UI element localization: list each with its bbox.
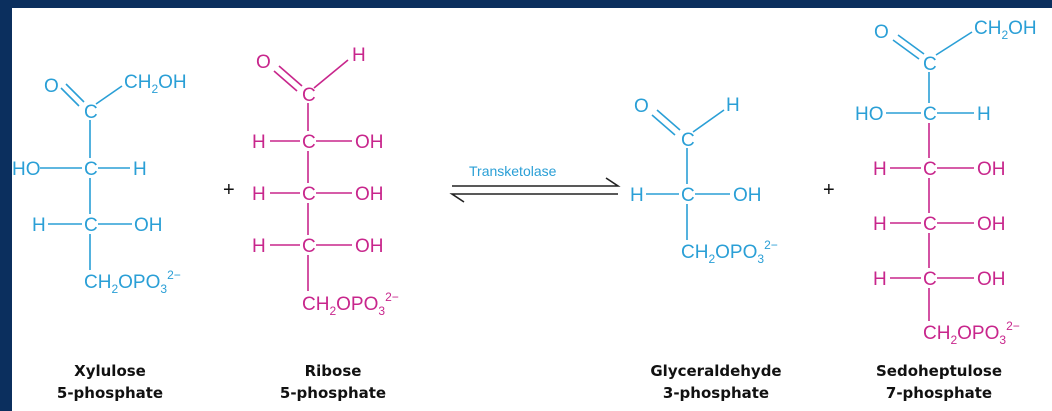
sedoheptulose-c3: C xyxy=(923,159,937,180)
ribose-h1: H xyxy=(252,132,266,153)
xylulose-c1: C xyxy=(84,102,98,123)
ribose-c4: C xyxy=(302,236,316,257)
glyceraldehyde-c2: C xyxy=(681,185,695,206)
label-glyceraldehyde-line2: 3-phosphate xyxy=(663,384,769,402)
ribose-oh3: OH xyxy=(355,236,384,257)
sedoheptulose-h-row4: H xyxy=(873,269,887,290)
xylulose-ch2opo3: CH2OPO32− xyxy=(84,268,181,296)
sedoheptulose-c4: C xyxy=(923,214,937,235)
xylulose-5-phosphate-structure: O C CH2OH HO C H H C OH CH2OPO32− xyxy=(12,72,187,296)
glyceraldehyde-o: O xyxy=(634,96,649,117)
glyceraldehyde-h-top: H xyxy=(726,95,740,116)
label-xylulose-line1: Xylulose xyxy=(74,362,146,380)
ribose-oh1: OH xyxy=(355,132,384,153)
enzyme-label: Transketolase xyxy=(469,163,557,179)
equilibrium-arrows: Transketolase xyxy=(449,163,621,203)
plus-sign-left: + xyxy=(223,179,235,201)
xylulose-c3: C xyxy=(84,215,98,236)
ribose-ch2opo3: CH2OPO32− xyxy=(302,290,399,318)
label-ribose-line1: Ribose xyxy=(305,362,362,380)
ribose-o: O xyxy=(256,52,271,73)
sedoheptulose-oh-row3: OH xyxy=(977,214,1006,235)
ribose-h2: H xyxy=(252,184,266,205)
sedoheptulose-oh-row2: OH xyxy=(977,159,1006,180)
label-sedoheptulose-line2: 7-phosphate xyxy=(886,384,992,402)
ribose-c2: C xyxy=(302,132,316,153)
sedoheptulose-c2: C xyxy=(923,104,937,125)
sedoheptulose-ho: HO xyxy=(855,104,884,125)
ribose-h-top: H xyxy=(352,45,366,66)
plus-sign-right: + xyxy=(823,179,835,201)
sedoheptulose-h-row3: H xyxy=(873,214,887,235)
glyceraldehyde-c1: C xyxy=(681,130,695,151)
sedoheptulose-c1: C xyxy=(923,54,937,75)
transketolase-reaction-diagram: O C CH2OH HO C H H C OH CH2OPO32− + O H … xyxy=(12,18,1037,402)
ribose-c1: C xyxy=(302,85,316,106)
sedoheptulose-h-row1: H xyxy=(977,104,991,125)
reaction-panel: O C CH2OH HO C H H C OH CH2OPO32− + O H … xyxy=(12,8,1052,411)
label-ribose-line2: 5-phosphate xyxy=(280,384,386,402)
glyceraldehyde-oh: OH xyxy=(733,185,762,206)
sedoheptulose-c5: C xyxy=(923,269,937,290)
sedoheptulose-ch2oh: CH2OH xyxy=(974,18,1037,42)
forward-arrow xyxy=(452,177,621,187)
xylulose-ho: HO xyxy=(12,159,41,180)
xylulose-ch2oh: CH2OH xyxy=(124,72,187,96)
label-xylulose-line2: 5-phosphate xyxy=(57,384,163,402)
sedoheptulose-ch2opo3: CH2OPO32− xyxy=(923,319,1020,347)
label-glyceraldehyde-line1: Glyceraldehyde xyxy=(650,362,781,380)
compound-labels: Xylulose 5-phosphate Ribose 5-phosphate … xyxy=(57,362,1002,402)
xylulose-h-right: H xyxy=(133,159,147,180)
label-sedoheptulose-line1: Sedoheptulose xyxy=(876,362,1002,380)
ribose-h3: H xyxy=(252,236,266,257)
ribose-c3: C xyxy=(302,184,316,205)
ribose-oh2: OH xyxy=(355,184,384,205)
glyceraldehyde-h: H xyxy=(630,185,644,206)
glyceraldehyde-3-phosphate-structure: O H C H C OH CH2OPO32− xyxy=(630,95,778,266)
sedoheptulose-o: O xyxy=(874,22,889,43)
sedoheptulose-oh-row4: OH xyxy=(977,269,1006,290)
xylulose-o: O xyxy=(44,76,59,97)
xylulose-oh: OH xyxy=(134,215,163,236)
reverse-arrow xyxy=(449,193,618,203)
xylulose-c2: C xyxy=(84,159,98,180)
glyceraldehyde-ch2opo3: CH2OPO32− xyxy=(681,238,778,266)
sedoheptulose-7-phosphate-structure: O C CH2OH HO C H H C OH H C OH H C OH CH… xyxy=(855,18,1037,347)
ribose-5-phosphate-structure: O H C H C OH H C OH H C OH CH2OPO32− xyxy=(252,45,399,318)
sedoheptulose-h-row2: H xyxy=(873,159,887,180)
xylulose-h-left: H xyxy=(32,215,46,236)
